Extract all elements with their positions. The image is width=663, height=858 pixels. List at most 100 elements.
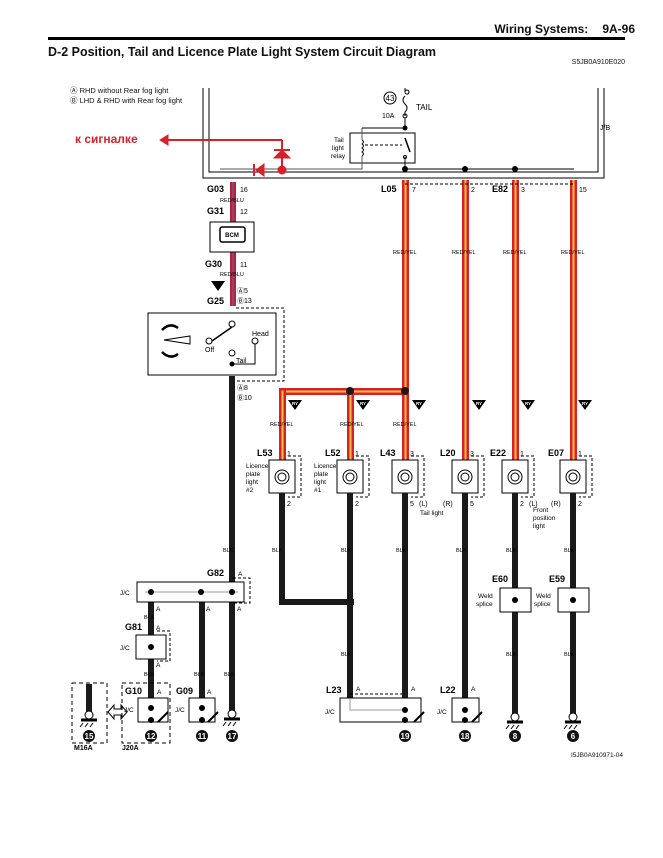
- jc-label: J/C: [124, 707, 134, 714]
- g30-pin: 11: [240, 262, 247, 269]
- switch-pin-a: Ⓐ8: [237, 384, 248, 392]
- g25-id: G25: [207, 296, 224, 306]
- g03-pin: 16: [240, 187, 248, 194]
- g82-id: G82: [207, 568, 224, 578]
- lamp-id: L52: [325, 448, 341, 458]
- blk-label: BLK: [223, 548, 234, 554]
- lamp-side: (R): [443, 501, 453, 508]
- tail-bus: [402, 157, 574, 172]
- bulb-icon: [400, 472, 410, 482]
- red-yel-label: RED/YEL: [340, 422, 364, 428]
- ry-marker-icon: [472, 400, 486, 410]
- g31-pin: 12: [240, 209, 248, 216]
- ground-number: 17: [228, 732, 237, 741]
- header-rule: [48, 37, 625, 40]
- wire-blk: [199, 592, 205, 711]
- ground-number: 18: [461, 732, 470, 741]
- jc-label: J/C: [437, 709, 447, 716]
- bulb-icon: [510, 472, 520, 482]
- g81-id: G81: [125, 622, 142, 632]
- wire-blk-switch: [229, 376, 235, 711]
- rb-marker-icon: [211, 281, 225, 291]
- fuse-name: TAIL: [416, 103, 433, 112]
- jc-label: J/C: [325, 709, 335, 716]
- bcm-label: BCM: [225, 233, 239, 239]
- legend-a: Ⓐ RHD without Rear fog light: [70, 86, 169, 95]
- ground-point-17: 17: [226, 730, 238, 742]
- page-number: 9A-96: [602, 22, 635, 36]
- fuse-43: 43: [383, 88, 410, 131]
- blk-label: BLK: [272, 548, 283, 554]
- blk-label: BLK: [341, 652, 352, 658]
- blk-label: BLK: [456, 548, 467, 554]
- lamp-label: plate: [314, 471, 328, 478]
- lamp-pin-out: 2: [578, 501, 582, 508]
- relay-label-1: Tail: [334, 137, 344, 144]
- page-header: Wiring Systems:9A-96: [480, 22, 635, 36]
- m16a-block: [71, 682, 128, 744]
- jb-pin-2: 2: [471, 187, 475, 194]
- lamp-id: E07: [548, 448, 564, 458]
- lamp-side: (R): [551, 501, 561, 508]
- e82-id: E82: [492, 184, 508, 194]
- ground-point-11: 11: [196, 730, 208, 742]
- e82-pin: 3: [521, 187, 525, 194]
- switch-pin-b: Ⓑ10: [237, 394, 252, 402]
- red-yel-label: RED/YEL: [503, 250, 527, 256]
- jc-label: J/C: [120, 590, 130, 597]
- wire-blk: [279, 493, 285, 603]
- bcm-module: BCM: [209, 221, 255, 253]
- ground-point-18: 18: [459, 730, 471, 742]
- pin-a: A: [206, 606, 211, 613]
- fuse-rating: 10A: [382, 113, 395, 120]
- lamp-label: Licence: [246, 463, 269, 470]
- g09-joint-connector: [188, 697, 219, 723]
- ground-number: 12: [147, 732, 156, 741]
- g03-id: G03: [207, 184, 224, 194]
- ground-number: 6: [571, 732, 576, 741]
- l22-id: L22: [440, 685, 456, 695]
- wire-red-yel: [512, 180, 519, 470]
- front-position-label: light: [533, 523, 545, 530]
- wire-blk: [402, 493, 408, 711]
- g09-id: G09: [176, 686, 193, 696]
- ground-point-15: 15: [83, 730, 95, 742]
- switch-off-label: Off: [205, 347, 214, 354]
- jc-label: J/C: [120, 645, 130, 652]
- l05-id: L05: [381, 184, 397, 194]
- legend: Ⓐ RHD without Rear fog light Ⓑ LHD & RHD…: [70, 86, 182, 106]
- weld-label: Weld: [536, 593, 551, 600]
- g10-id: G10: [125, 686, 142, 696]
- tail-light-label: Tail light: [420, 510, 444, 517]
- relay-label-3: relay: [331, 153, 346, 160]
- figure-code: I5JB0A910971-04: [570, 752, 623, 759]
- wire-blk: [347, 493, 353, 711]
- ry-badge-text: RY: [360, 401, 366, 406]
- lamp-pin-out: 2: [287, 501, 291, 508]
- g25-pin-a: Ⓐ5: [237, 287, 248, 295]
- lamp-id: L20: [440, 448, 456, 458]
- l22-joint-connector: [451, 697, 483, 723]
- l23-joint-connector: [339, 693, 425, 723]
- ground-point-12: 12: [145, 730, 157, 742]
- e60-id: E60: [492, 574, 508, 584]
- ry-badge-text: RY: [476, 401, 482, 406]
- fuse-number: 43: [386, 94, 395, 103]
- lamp-pin-in: 1: [287, 451, 291, 458]
- bulb-icon: [568, 472, 578, 482]
- m16a-label: M16A: [74, 745, 93, 752]
- blk-label: BLK: [144, 615, 155, 621]
- weld-label: splice: [534, 601, 551, 608]
- jc-label: J/C: [175, 707, 185, 714]
- ground-number: 11: [198, 732, 207, 741]
- lamp-label: plate: [246, 471, 260, 478]
- ground-6: [562, 712, 583, 731]
- g82-joint-connector: [136, 577, 251, 604]
- wire-blk: [462, 493, 468, 711]
- ry-badge-text: RY: [416, 401, 422, 406]
- weld-splice-e60: [499, 587, 532, 613]
